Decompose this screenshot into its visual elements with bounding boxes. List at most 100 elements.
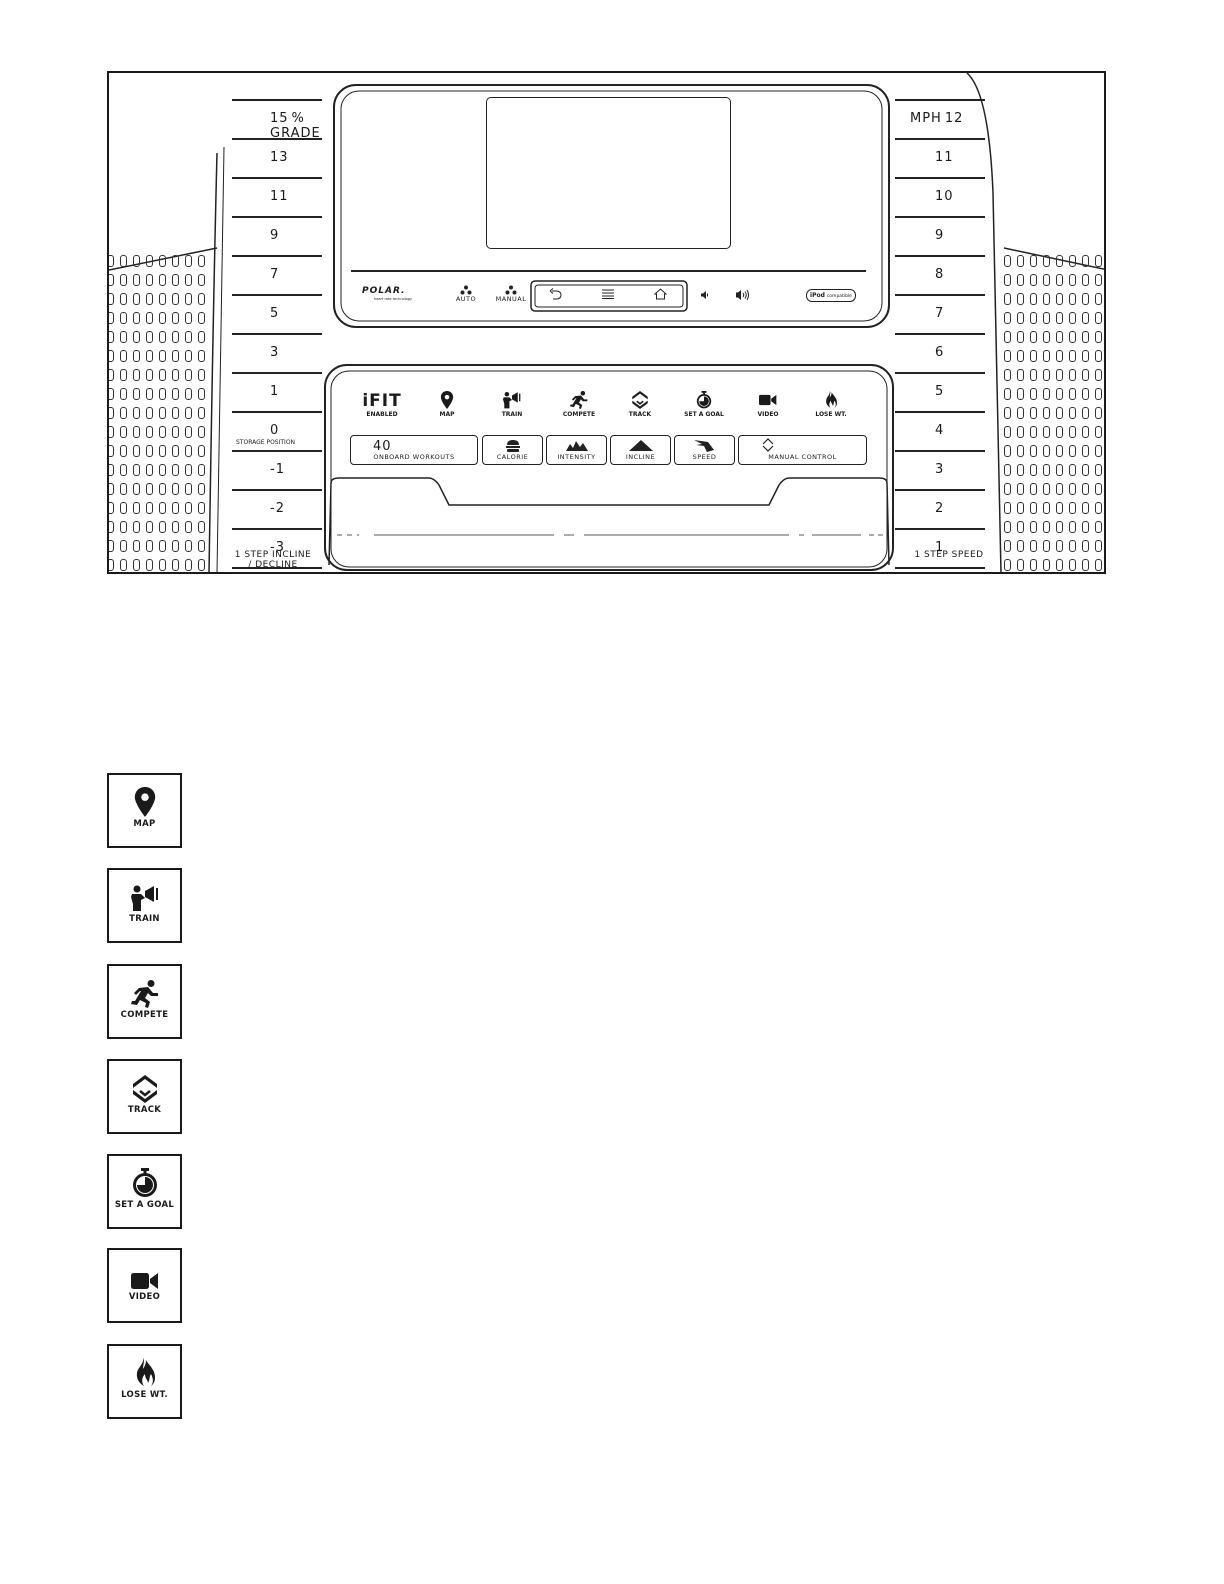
back-icon[interactable]	[549, 288, 563, 300]
level-label: 2	[935, 501, 945, 516]
incline-level[interactable]: 9	[232, 216, 322, 255]
vent-slot	[146, 388, 153, 400]
vent-slot	[185, 331, 192, 343]
vent-slot	[1069, 331, 1076, 343]
speed-level[interactable]: 7	[895, 294, 985, 333]
vent-slot	[198, 293, 205, 305]
vent-slot	[1095, 407, 1102, 419]
level-label: 11	[270, 189, 289, 204]
incline-level[interactable]: -2	[232, 489, 322, 528]
calorie-button[interactable]: CALORIE	[482, 435, 543, 465]
vent-slot	[1030, 407, 1037, 419]
incline-level[interactable]: 7	[232, 255, 322, 294]
fan-manual-button[interactable]: MANUAL	[490, 285, 532, 303]
volume-down-icon[interactable]	[701, 291, 709, 299]
speed-button[interactable]: SPEED	[674, 435, 735, 465]
vent-slot	[1043, 407, 1050, 419]
level-label: -2	[270, 501, 285, 516]
vent-slot	[1017, 464, 1024, 476]
incline-level[interactable]: -3	[232, 528, 322, 567]
speed-level[interactable]: 4	[895, 411, 985, 450]
speed-level[interactable]: 1	[895, 528, 985, 567]
level-label: 5	[270, 306, 280, 321]
vent-slot	[133, 369, 140, 381]
vent-slot	[1043, 559, 1050, 571]
vent-slot	[1056, 350, 1063, 362]
vent-grille-right	[1004, 255, 1104, 572]
vent-slot	[146, 293, 153, 305]
vent-slot	[1082, 521, 1089, 533]
speed-level[interactable]: 11	[895, 138, 985, 177]
polar-logo: POLAR.	[362, 286, 406, 296]
incline-level[interactable]: 1	[232, 372, 322, 411]
vent-slot	[120, 540, 127, 552]
vent-slot	[1043, 369, 1050, 381]
vent-slot	[1043, 293, 1050, 305]
home-icon[interactable]	[654, 288, 667, 300]
incline-level[interactable]: 3	[232, 333, 322, 372]
onboard-workouts-button[interactable]: 40 ONBOARD WORKOUTS	[350, 435, 478, 465]
ifit-button-label: VIDEO	[757, 411, 779, 418]
incline-level[interactable]: 15% GRADE	[232, 99, 322, 141]
vent-slot	[146, 445, 153, 457]
ifit-button-set-a-goal[interactable]: SET A GOAL	[678, 391, 730, 418]
vent-slot	[1004, 559, 1011, 571]
vent-slot	[1004, 312, 1011, 324]
incline-level[interactable]: -1	[232, 450, 322, 489]
speed-level[interactable]: 8	[895, 255, 985, 294]
incline-button[interactable]: INCLINE	[610, 435, 671, 465]
speed-level[interactable]: 6	[895, 333, 985, 372]
speed-level[interactable]: 5	[895, 372, 985, 411]
speed-level[interactable]: 10	[895, 177, 985, 216]
vent-slot	[1056, 274, 1063, 286]
ifit-button-track[interactable]: TRACK	[614, 391, 666, 418]
speed-level[interactable]: 2	[895, 489, 985, 528]
menu-icon[interactable]	[602, 289, 614, 299]
ifit-button-train[interactable]: TRAIN	[486, 391, 538, 418]
incline-level[interactable]: 5	[232, 294, 322, 333]
vent-slot	[198, 407, 205, 419]
ifit-button-compete[interactable]: COMPETE	[553, 391, 605, 418]
vent-slot	[1069, 369, 1076, 381]
level-label: 4	[935, 423, 945, 438]
stopwatch-icon	[696, 391, 712, 409]
vent-slot	[159, 331, 166, 343]
ifit-logo: iFIT ENABLED	[362, 391, 402, 418]
ipod-compatible-badge: iPod compatible	[806, 289, 856, 302]
incline-level[interactable]: 11	[232, 177, 322, 216]
ifit-button-lose-wt[interactable]: LOSE WT.	[805, 391, 857, 418]
vent-slot	[185, 255, 192, 267]
speed-level[interactable]: 9	[895, 216, 985, 255]
vent-slot	[1056, 559, 1063, 571]
vent-slot	[159, 426, 166, 438]
legend-label: TRACK	[127, 1105, 162, 1115]
ifit-button-map[interactable]: MAP	[421, 391, 473, 418]
speed-level[interactable]: 3	[895, 450, 985, 489]
vent-slot	[1082, 445, 1089, 457]
vent-slot	[1069, 426, 1076, 438]
incline-level[interactable]: 13	[232, 138, 322, 177]
intensity-button[interactable]: INTENSITY	[546, 435, 607, 465]
vent-slot	[146, 483, 153, 495]
ifit-button-label: SET A GOAL	[684, 411, 724, 418]
fan-auto-button[interactable]: AUTO	[446, 285, 486, 303]
vent-slot	[1017, 445, 1024, 457]
console-frame-lines	[109, 73, 1104, 572]
vent-slot	[109, 464, 114, 476]
legend-lose-wt: LOSE WT.	[107, 1344, 182, 1419]
volume-up-icon[interactable]	[736, 289, 750, 301]
vent-grille-left	[109, 255, 211, 572]
speed-step-label: 1 STEP SPEED	[914, 550, 984, 560]
vent-slot	[1004, 255, 1011, 267]
vent-slot	[185, 502, 192, 514]
ifit-button-video[interactable]: VIDEO	[742, 391, 794, 418]
vent-slot	[1069, 521, 1076, 533]
vent-slot	[1030, 559, 1037, 571]
vent-slot	[1082, 293, 1089, 305]
manual-control-button[interactable]: MANUAL CONTROL	[738, 435, 867, 465]
track-arrows-icon	[632, 391, 648, 409]
incline-label: INCLINE	[625, 453, 656, 461]
